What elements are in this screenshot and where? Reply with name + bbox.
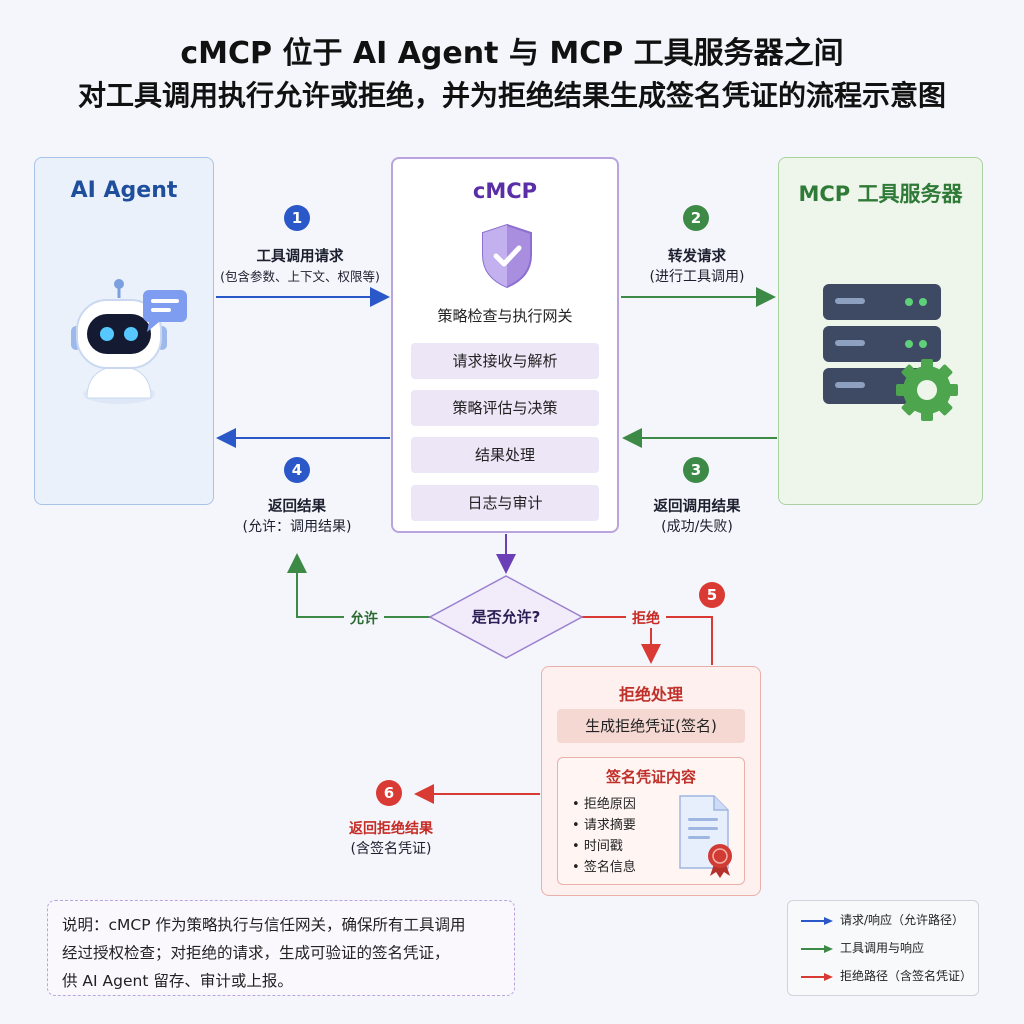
step-4-label: 返回结果 (允许：调用结果): [222, 495, 372, 536]
ai-agent-panel: AI Agent: [34, 157, 214, 505]
step-1-label: 工具调用请求 (包含参数、上下文、权限等): [214, 245, 386, 285]
page-title: cMCP 位于 AI Agent 与 MCP 工具服务器之间: [180, 36, 844, 71]
step-4-badge: 4: [284, 457, 310, 483]
red-arrow-icon: [801, 972, 833, 981]
step-1-title: 工具调用请求: [256, 249, 344, 265]
legend-label-tool-call: 工具调用与响应: [840, 941, 925, 955]
step-4-title: 返回结果: [268, 499, 326, 515]
robot-icon: [71, 279, 187, 404]
cmcp-title: cMCP: [472, 179, 538, 203]
generate-deny-receipt: 生成拒绝凭证(签名): [557, 709, 745, 743]
step-6-label: 返回拒绝结果 (含签名凭证): [326, 818, 456, 858]
cmcp-panel: cMCP 策略检查与执行网关 请求接收与解析 策略评估与决策 结果处理 日志与审…: [391, 157, 619, 533]
decision-question: 是否允许?: [471, 608, 541, 626]
blue-arrow-icon: [801, 916, 833, 925]
legend: 请求/响应（允许路径） 工具调用与响应 拒绝路径（含签名凭证）: [787, 900, 979, 996]
allow-label: 允许: [344, 608, 384, 628]
step-request-parse: 请求接收与解析: [411, 343, 599, 379]
legend-label-deny: 拒绝路径（含签名凭证）: [840, 969, 973, 983]
signature-item-digest: 请求摘要: [572, 815, 636, 836]
signature-items-list: 拒绝原因 请求摘要 时间戳 签名信息: [572, 794, 636, 878]
step-3-title: 返回调用结果: [653, 499, 741, 515]
step-6-detail: (含签名凭证): [350, 841, 432, 857]
ai-agent-title: AI Agent: [70, 178, 178, 203]
step-4-detail: (允许：调用结果): [242, 519, 352, 535]
step-2-badge: 2: [683, 205, 709, 231]
certificate-icon: [679, 795, 732, 878]
note-line-1: 说明：cMCP 作为策略执行与信任网关，确保所有工具调用: [62, 916, 466, 934]
deny-handling-panel: 拒绝处理 生成拒绝凭证(签名) 签名凭证内容 拒绝原因 请求摘要 时间戳 签名信…: [541, 666, 761, 896]
deny-path: [582, 616, 713, 665]
note-line-2: 经过授权检查；对拒绝的请求，生成可验证的签名凭证，: [62, 944, 450, 962]
step-policy-decision: 策略评估与决策: [411, 390, 599, 426]
signature-item-timestamp: 时间戳: [572, 836, 636, 857]
step-2-detail: (进行工具调用): [649, 269, 745, 285]
step-6-title: 返回拒绝结果: [349, 821, 433, 837]
decision-diamond: [428, 575, 584, 659]
signature-item-reason: 拒绝原因: [572, 794, 636, 815]
deny-handling-title: 拒绝处理: [618, 685, 683, 704]
signature-content-panel: 签名凭证内容 拒绝原因 请求摘要 时间戳 签名信息: [557, 757, 745, 885]
step-2-label: 转发请求 (进行工具调用): [626, 245, 768, 286]
step-3-detail: (成功/失败): [661, 519, 733, 535]
step-5-badge: 5: [699, 582, 725, 608]
step-3-label: 返回调用结果 (成功/失败): [626, 495, 768, 536]
server-gear-icon: [823, 284, 958, 421]
step-3-badge: 3: [683, 457, 709, 483]
mcp-server-panel: MCP 工具服务器: [778, 157, 983, 505]
green-arrow-icon: [801, 944, 833, 953]
deny-label: 拒绝: [626, 608, 666, 628]
step-1-detail: (包含参数、上下文、权限等): [220, 269, 380, 284]
signature-content-title: 签名凭证内容: [605, 768, 696, 786]
legend-item-deny: 拒绝路径（含签名凭证）: [800, 967, 972, 984]
legend-item-tool-call: 工具调用与响应: [800, 939, 924, 956]
explanation-note: 说明：cMCP 作为策略执行与信任网关，确保所有工具调用 经过授权检查；对拒绝的…: [47, 900, 515, 996]
legend-label-request: 请求/响应（允许路径）: [840, 913, 965, 927]
signature-item-signature: 签名信息: [572, 857, 636, 878]
step-log-audit: 日志与审计: [411, 485, 599, 521]
allow-path: [287, 553, 430, 618]
shield-check-icon: [482, 223, 532, 289]
note-line-3: 供 AI Agent 留存、审计或上报。: [62, 972, 293, 990]
step-result-handling: 结果处理: [411, 437, 599, 473]
legend-item-request: 请求/响应（允许路径）: [800, 911, 964, 928]
step-1-badge: 1: [284, 205, 310, 231]
cmcp-subtitle: 策略检查与执行网关: [437, 307, 573, 325]
step-6-badge: 6: [376, 780, 402, 806]
step-2-title: 转发请求: [668, 249, 726, 265]
page-subtitle: 对工具调用执行允许或拒绝，并为拒绝结果生成签名凭证的流程示意图: [77, 79, 946, 112]
mcp-server-title: MCP 工具服务器: [798, 182, 963, 206]
